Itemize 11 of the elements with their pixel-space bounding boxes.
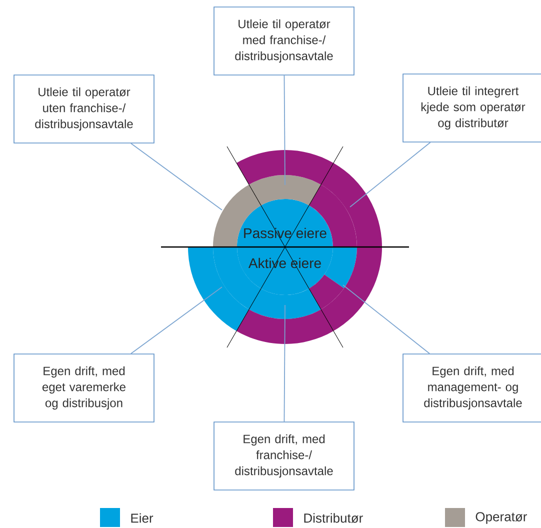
text-box: Egen drift, med management- og distribusjonsavtale — [402, 354, 541, 422]
legend-label: Distributør — [304, 513, 363, 523]
leader-line — [130, 286, 222, 354]
text-box: Egen drift, med eget varemerke og distribusjon — [14, 354, 154, 422]
legend-label: Operatør — [476, 512, 527, 524]
legend-label: Eier — [131, 513, 154, 523]
text-box: Utleie til operatør med franchise-/ distribusjonsavtale — [214, 6, 354, 76]
text-box: Utleie til integrert kjede som operatør og distributør — [402, 74, 541, 142]
leader-line — [130, 142, 222, 210]
text-box: Utleie til operatør uten franchise-/ distribusjonsavtale — [14, 74, 154, 144]
text-box: Egen drift, med franchise-/ distribusjonsavtale — [214, 422, 354, 490]
